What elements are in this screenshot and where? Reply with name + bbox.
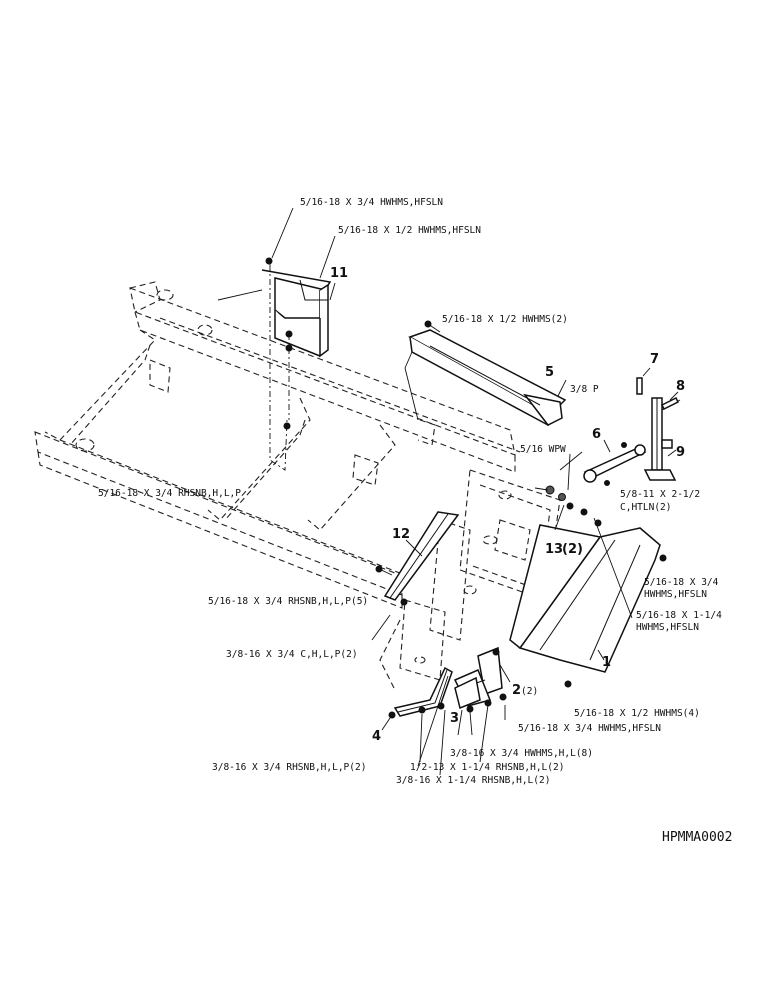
part-8-lever [660, 396, 680, 411]
hardware-label: 5/16-18 X 3/4 [644, 577, 719, 588]
callout-2: 2 [512, 683, 521, 698]
callout-13-qty: (2) [562, 542, 583, 557]
bolt-icon [564, 680, 572, 688]
part-11-bracket [261, 262, 332, 358]
drawing-code: HPMMA0002 [662, 830, 732, 845]
bolt-icon [499, 693, 507, 701]
bolt-icon [265, 257, 273, 265]
hardware-label: 3/8 P [570, 384, 599, 395]
callout-6: 6 [592, 427, 601, 442]
bolt-icon [418, 706, 426, 714]
hardware-label: C,HTLN(2) [620, 502, 671, 513]
part-5-cover [404, 329, 567, 427]
hardware-label: 3/8-16 X 1-1/4 RHSNB,H,L(2) [396, 775, 550, 786]
hardware-label: 3/8-16 X 3/4 HWHMS,H,L(8) [450, 748, 593, 759]
part-7-pin [636, 377, 643, 395]
hardware-label: 5/16-18 X 1/2 HWHMS,HFSLN [338, 225, 481, 236]
hardware-label: 5/8-11 X 2-1/2 [620, 489, 700, 500]
callout-8: 8 [676, 379, 685, 394]
callout-3: 3 [450, 711, 459, 726]
hardware-label: 5/16-18 X 1/2 HWHMS(4) [574, 708, 700, 719]
part-3-bracket [454, 676, 481, 710]
bolt-icon [388, 711, 396, 719]
hardware-label: 5/16-18 X 3/4 HWHMS,HFSLN [518, 723, 661, 734]
hardware-label: 5/16-18 X 1/2 HWHMS(2) [442, 314, 568, 325]
callout-11: 11 [330, 266, 348, 281]
hardware-label: HWHMS,HFSLN [644, 589, 707, 600]
callout-13: 13 [545, 542, 563, 557]
hardware-label: 5/16-18 X 3/4 HWHMS,HFSLN [300, 197, 443, 208]
callout-4: 4 [372, 729, 381, 744]
part-1-shield [509, 524, 661, 673]
bolt-icon [466, 705, 474, 713]
callout-5: 5 [545, 365, 554, 380]
hardware-label: 3/8-16 X 3/4 RHSNB,H,L,P(2) [212, 762, 366, 773]
bolt-icon [492, 648, 500, 656]
hardware-label: 1/2-13 X 1-1/4 RHSNB,H,L(2) [410, 762, 564, 773]
part-6-arm [583, 442, 647, 486]
callout-7: 7 [650, 352, 659, 367]
part-13-bolts [534, 485, 588, 516]
leader-lines [271, 207, 679, 776]
part-9-stand [643, 397, 681, 481]
callout-9: 9 [676, 445, 685, 460]
bolt-icon [400, 598, 408, 606]
hardware-label: 5/16-18 X 3/4 RHSNB,H,L,P(5) [208, 596, 368, 607]
hardware-label: 5/16-18 X 3/4 RHSNB,H,L,P [98, 488, 241, 499]
hardware-label: 5/16-18 X 1-1/4 [636, 610, 722, 621]
callout-12: 12 [392, 527, 410, 542]
callout-1: 1 [602, 655, 611, 670]
hardware-label: HWHMS,HFSLN [636, 622, 699, 633]
bolt-icon [659, 554, 667, 562]
callout-2-qty: (2) [521, 686, 538, 697]
part-4-strap [393, 666, 453, 717]
hardware-label: 5/16 WPW [520, 444, 566, 455]
hardware-label: 3/8-16 X 3/4 C,H,L,P(2) [226, 649, 358, 660]
